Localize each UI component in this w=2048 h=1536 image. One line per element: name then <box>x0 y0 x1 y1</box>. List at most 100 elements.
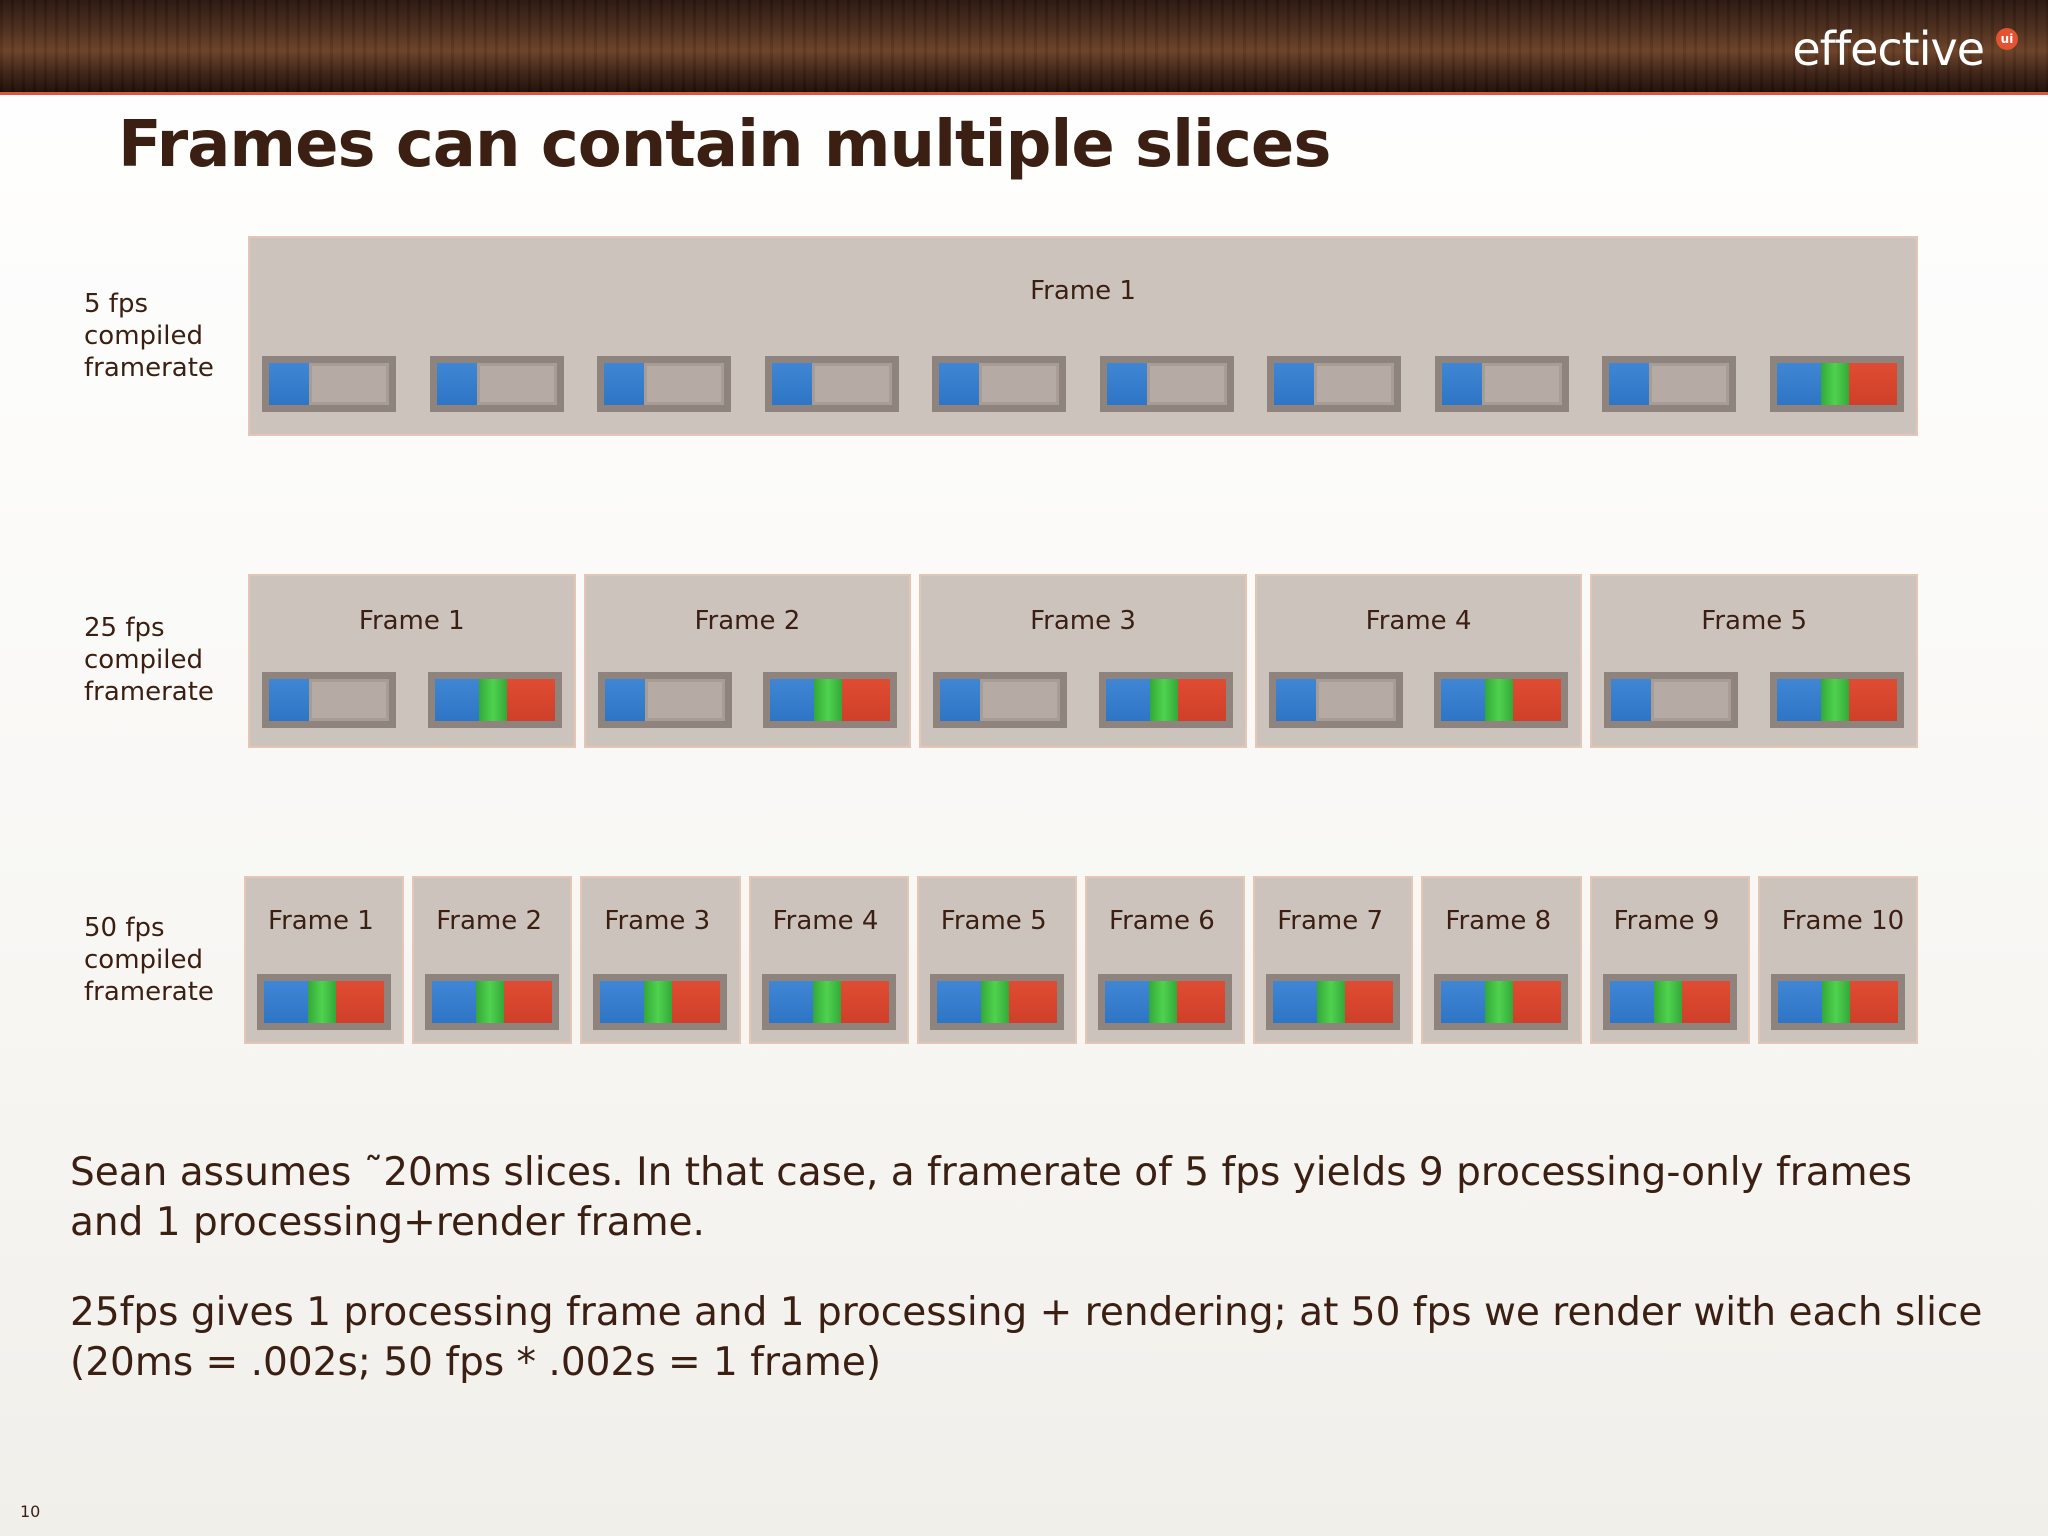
render-segment <box>1345 981 1394 1023</box>
processing-segment <box>436 363 477 405</box>
idle-segment <box>309 363 389 405</box>
processing-segment <box>1274 363 1315 405</box>
frame-box: Frame 9 <box>1589 876 1750 1044</box>
processing-segment <box>771 363 812 405</box>
frame-box: Frame 8 <box>1421 876 1582 1044</box>
processing-segment <box>1275 679 1316 721</box>
frame-label: Frame 4 <box>772 906 879 936</box>
frame-box: Frame 4 <box>1254 574 1583 748</box>
render-slice <box>1434 672 1569 728</box>
processing-segment <box>604 363 645 405</box>
render-slice <box>1770 356 1904 412</box>
processing-segment <box>1273 981 1318 1023</box>
frame-box: Frame 1 <box>244 876 405 1044</box>
render-segment <box>842 679 891 721</box>
render-segment <box>1008 981 1057 1023</box>
processing-segment <box>269 679 309 721</box>
page-number: 10 <box>20 1502 41 1521</box>
frame-box: Frame 7 <box>1253 876 1414 1044</box>
render-slice <box>427 672 562 728</box>
render-slice <box>257 974 392 1030</box>
update-segment <box>308 981 337 1023</box>
frame-label: Frame 5 <box>940 906 1047 936</box>
processing-segment <box>768 981 813 1023</box>
row-label-50fps: 50 fps compiled framerate <box>84 912 214 1008</box>
idle-segment <box>979 363 1059 405</box>
render-slice <box>425 974 560 1030</box>
frame-label: Frame 6 <box>1109 906 1215 936</box>
processing-segment <box>1105 981 1150 1023</box>
processing-slice <box>262 672 396 728</box>
render-segment <box>1513 981 1562 1023</box>
idle-segment <box>980 679 1060 721</box>
render-slice <box>929 974 1064 1030</box>
processing-slice <box>1267 356 1402 412</box>
render-slice <box>1769 672 1904 728</box>
processing-segment <box>604 679 645 721</box>
frame-box: Frame 3 <box>580 876 741 1044</box>
render-segment <box>1681 981 1730 1023</box>
frame-box: Frame 6 <box>1085 876 1246 1044</box>
idle-segment <box>477 363 557 405</box>
update-segment <box>476 981 505 1023</box>
processing-slice <box>262 356 396 412</box>
processing-segment <box>1105 679 1150 721</box>
processing-slice <box>1099 356 1234 412</box>
row-label-5fps: 5 fps compiled framerate <box>84 288 214 384</box>
processing-slice <box>932 356 1067 412</box>
processing-slice <box>933 672 1068 728</box>
idle-segment <box>1147 363 1227 405</box>
processing-segment <box>1611 679 1652 721</box>
render-slice <box>1602 974 1737 1030</box>
render-segment <box>1848 679 1897 721</box>
note-paragraph-2: 25fps gives 1 processing frame and 1 pro… <box>70 1290 1983 1385</box>
idle-segment <box>1482 363 1562 405</box>
idle-segment <box>1649 363 1729 405</box>
processing-segment <box>940 679 981 721</box>
render-slice <box>1770 974 1905 1030</box>
processing-segment <box>1441 679 1486 721</box>
idle-segment <box>1316 679 1396 721</box>
render-segment <box>672 981 721 1023</box>
update-segment <box>1820 679 1849 721</box>
frame-label: Frame 2 <box>694 606 801 636</box>
render-segment <box>840 981 889 1023</box>
frame-label: Frame 1 <box>268 906 374 936</box>
row-label-line: compiled <box>84 321 203 351</box>
render-segment <box>1513 679 1562 721</box>
update-segment <box>644 981 673 1023</box>
processing-slice <box>1604 672 1739 728</box>
update-segment <box>812 981 841 1023</box>
effective-logo: effective <box>1792 22 1985 76</box>
processing-segment <box>600 981 645 1023</box>
row-label-line: 50 fps <box>84 913 165 943</box>
processing-slice <box>1434 356 1569 412</box>
update-segment <box>1317 981 1346 1023</box>
note-paragraph-1: Sean assumes ˜20ms slices. In that case,… <box>70 1150 1912 1245</box>
frame-label: Frame 7 <box>1277 906 1384 936</box>
logo-badge-icon: ui <box>1996 28 2018 50</box>
frame-box: Frame 2 <box>412 876 573 1044</box>
processing-segment <box>770 679 815 721</box>
idle-segment <box>1651 679 1731 721</box>
render-slice <box>593 974 728 1030</box>
frame-label: Frame 1 <box>358 606 465 636</box>
processing-segment <box>432 981 477 1023</box>
idle-segment <box>812 363 892 405</box>
processing-segment <box>939 363 980 405</box>
frame-label: Frame 2 <box>436 906 543 936</box>
processing-segment <box>1777 981 1822 1023</box>
frame-box: Frame 3 <box>919 574 1247 748</box>
render-segment <box>506 679 555 721</box>
idle-segment <box>645 679 725 721</box>
update-segment <box>980 981 1009 1023</box>
header-bar <box>0 0 2048 95</box>
frame-box: Frame 5 <box>1590 574 1918 748</box>
frame-label: Frame 10 <box>1781 906 1905 936</box>
frame-box: Frame 2 <box>583 574 912 748</box>
render-slice <box>763 672 898 728</box>
processing-segment <box>434 679 479 721</box>
frame-box: Frame 5 <box>916 876 1077 1044</box>
processing-segment <box>1106 363 1147 405</box>
frame-box: Frame 1 <box>248 574 576 748</box>
